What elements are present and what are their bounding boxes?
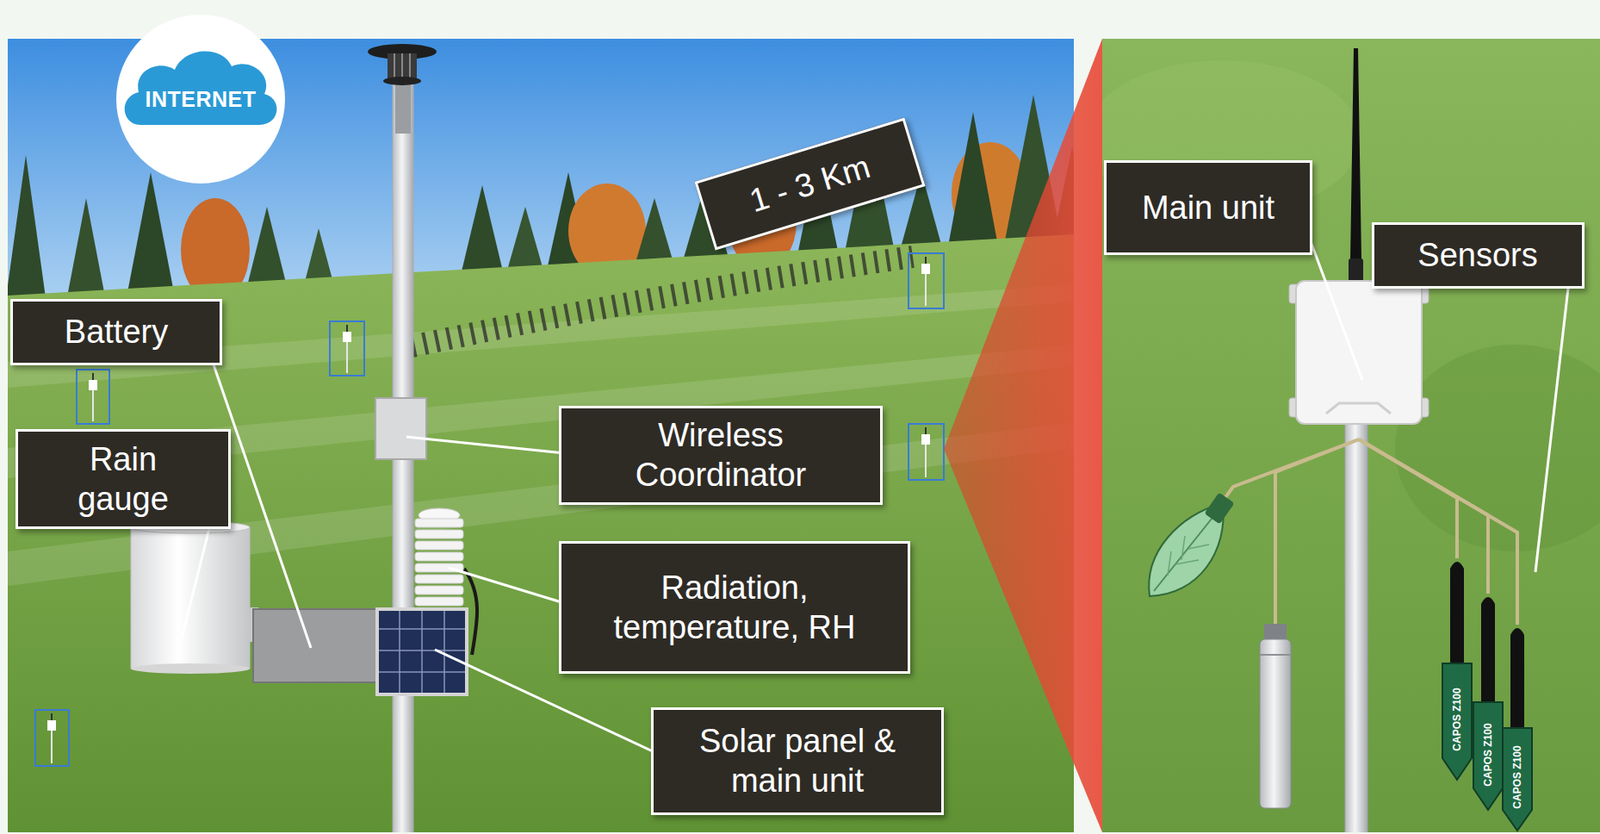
soil-moisture-probe: [1442, 561, 1472, 780]
soil-moisture-probe: [1502, 627, 1532, 831]
solar-panel: [377, 608, 467, 695]
label-text: Wireless Coordinator: [591, 415, 850, 496]
water-level-sensor: [1259, 623, 1291, 808]
antenna: [1348, 48, 1364, 283]
remote-node-icon: [329, 321, 365, 376]
label-text: Rain gauge: [54, 439, 193, 520]
remote-node-icon: [908, 253, 944, 309]
radio-link: [411, 256, 913, 347]
soil-moisture-probe: [1473, 596, 1503, 810]
remote-node-icon: [35, 709, 69, 766]
cloud-disc: [116, 14, 286, 184]
sensor-cables: [1221, 439, 1518, 627]
node-pole: [1345, 418, 1368, 832]
main-unit-box: [1289, 280, 1429, 424]
coordinator-box: [375, 397, 427, 459]
zoom-wedge: [943, 38, 1103, 832]
rain-gauge: [130, 520, 259, 674]
node-photo: [1102, 38, 1600, 832]
cloud-shape: [124, 50, 278, 125]
callout-label: Rain gauge: [15, 428, 231, 529]
meadow: [7, 234, 1074, 832]
label-text: Battery: [64, 311, 168, 352]
label-text: Radiation, temperature, RH: [596, 567, 873, 648]
callout-label: Wireless Coordinator: [558, 405, 883, 505]
battery-box: [253, 608, 378, 683]
label-text: Sensors: [1417, 235, 1538, 275]
probe-print: CAPOS Z100: [1482, 722, 1494, 786]
callout-label: Sensors: [1371, 222, 1585, 289]
callout-label: Main unit: [1103, 160, 1313, 255]
leader-lines: [1296, 202, 1572, 572]
callout-label: 1 - 3 Km: [694, 117, 925, 250]
callout-label: Radiation, temperature, RH: [558, 540, 911, 674]
remote-node-icon: [908, 423, 944, 480]
label-text: Solar panel & main unit: [676, 720, 918, 801]
leaf-wetness-sensor: [1148, 491, 1235, 596]
label-text: Main unit: [1141, 187, 1275, 228]
callout-label: Battery: [10, 298, 223, 366]
label-text: 1 - 3 Km: [744, 146, 875, 221]
callout-label: Solar panel & main unit: [651, 706, 944, 815]
internet-cloud: INTERNET: [114, 12, 287, 186]
label-text: INTERNET: [145, 86, 257, 112]
probe-print: CAPOS Z100: [1451, 687, 1463, 751]
remote-node-icon: [76, 369, 110, 424]
probe-print: CAPOS Z100: [1512, 744, 1523, 808]
